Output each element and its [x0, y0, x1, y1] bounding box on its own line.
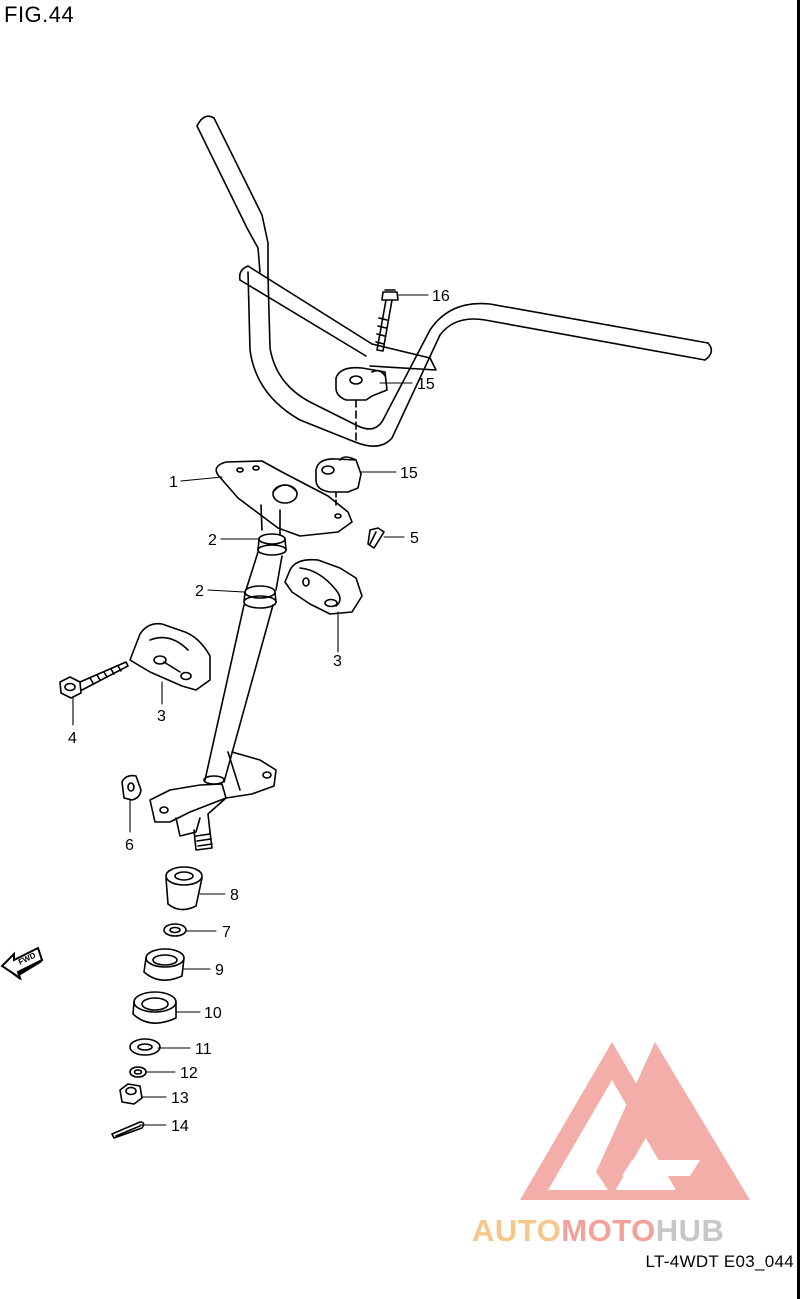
callout-labels: 1 2 2 3 3 4 5 6 7 8 9 10 11 12 13 14 15 …	[68, 288, 450, 1135]
callout-5: 5	[410, 530, 419, 547]
bearing-10	[132, 991, 177, 1024]
upper-plate-1	[215, 460, 353, 537]
lower-bracket	[149, 751, 277, 851]
callout-7: 7	[222, 924, 231, 941]
washer-7	[163, 923, 187, 937]
callout-1: 1	[169, 474, 178, 491]
callout-12: 12	[180, 1065, 198, 1082]
watermark-hub: HUB	[655, 1213, 725, 1248]
seal-9	[143, 948, 185, 981]
figure-title: FIG.44	[4, 2, 75, 27]
leader-lines	[72, 294, 429, 1126]
callout-13: 13	[171, 1090, 189, 1107]
callout-15b: 15	[417, 376, 435, 393]
fwd-arrow: FWD	[0, 946, 44, 981]
shaft-holder-3-left	[129, 622, 211, 691]
callout-2a: 2	[208, 532, 217, 549]
nut-13	[119, 1083, 143, 1105]
callout-14: 14	[171, 1118, 189, 1135]
holder-lower-15	[315, 456, 362, 506]
bushing-2b	[243, 585, 277, 609]
bushing-8	[165, 866, 203, 911]
washer-12	[129, 1066, 147, 1078]
shaft-holder-3-right	[284, 558, 363, 615]
callout-3a: 3	[333, 653, 342, 670]
cotter-pin-5	[367, 527, 385, 549]
grommet-6	[121, 774, 142, 801]
watermark-moto: MOTO	[561, 1213, 656, 1248]
handlebar	[196, 115, 713, 447]
watermark-auto: AUTO	[472, 1213, 562, 1248]
figure-code: LT-4WDT E03_044	[645, 1252, 794, 1271]
watermark-logo	[520, 1042, 750, 1200]
callout-9: 9	[215, 962, 224, 979]
bolt-4	[59, 661, 129, 699]
watermark-text: AUTOMOTOHUB	[472, 1213, 724, 1249]
callout-4: 4	[68, 730, 77, 747]
callout-3b: 3	[157, 708, 166, 725]
washer-11	[129, 1038, 161, 1056]
callout-8: 8	[230, 887, 239, 904]
bolt-16	[375, 289, 399, 352]
callout-10: 10	[204, 1005, 222, 1022]
callout-6: 6	[125, 837, 134, 854]
callout-11: 11	[195, 1041, 212, 1058]
cotter-pin-14	[111, 1121, 145, 1139]
callout-2b: 2	[195, 583, 204, 600]
bushing-2a	[257, 533, 287, 556]
callout-15a: 15	[400, 465, 418, 482]
callout-16: 16	[432, 288, 450, 305]
holder-upper-15	[335, 366, 388, 441]
